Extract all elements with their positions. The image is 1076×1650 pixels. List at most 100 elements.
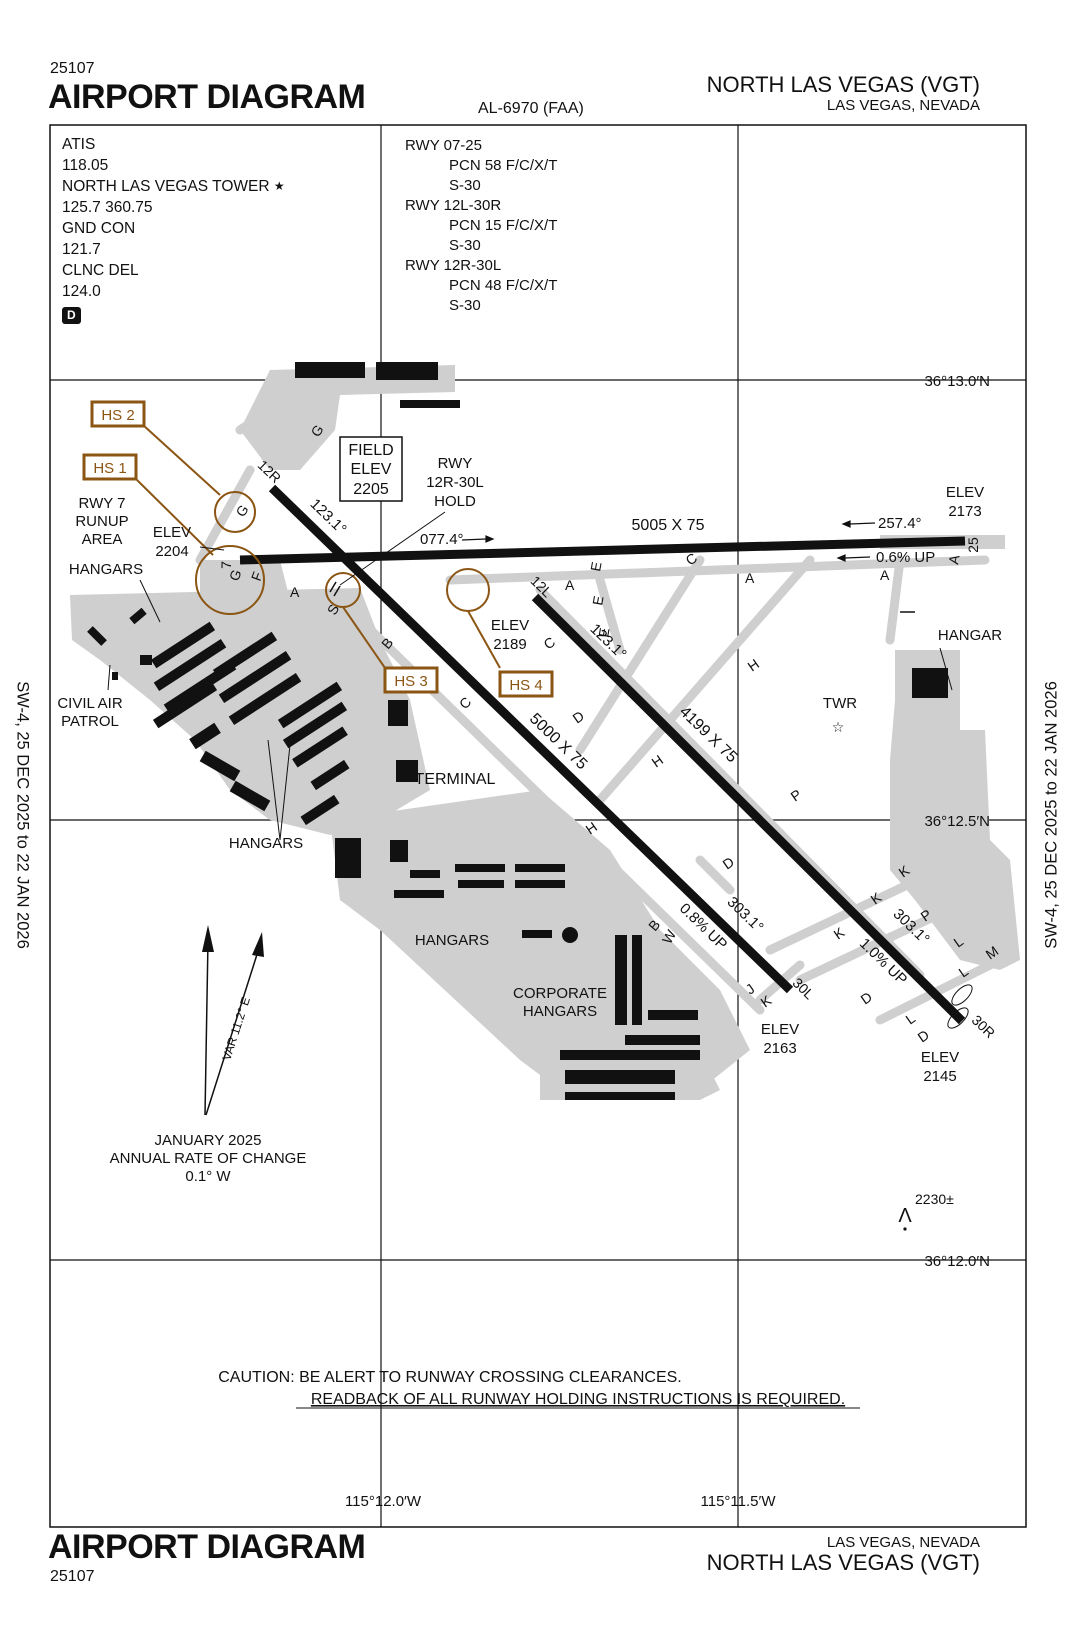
elev-2163-value: 2163 [763,1040,796,1057]
hangars-label-sw: HANGARS [229,835,303,852]
corporate-line1: CORPORATE [513,985,607,1002]
elev-2163-label: ELEV [761,1021,799,1038]
elev-2173-label: ELEV [946,484,984,501]
airport-location: LAS VEGAS, NEVADA [826,97,980,114]
hold-marks [329,581,915,613]
hangars-label-s: HANGARS [415,932,489,949]
hs1-box [82,453,138,481]
ground-label: GND CON [62,220,136,237]
tower-star-icon: ☆ [832,719,845,735]
rwy-0725-end25: 25 [965,537,981,553]
elev-2204-label: ELEV [153,524,191,541]
lat-label-3: 36°12.0′N [924,1253,990,1270]
taxiway-a-mid: A [565,577,575,593]
footer-airport: NORTH LAS VEGAS (VGT) [706,1550,980,1575]
rate-line3: 0.1° W [185,1168,231,1185]
hs2-box [90,400,146,428]
elev-2204-value: 2204 [155,543,188,560]
corporate-line2: HANGARS [523,1003,597,1020]
buildings [87,362,948,1100]
rwy-0725-hdg1: 077.4° [420,531,464,548]
taxiway-e-1: E [587,561,604,573]
lon-label-2: 115°11.5′W [701,1493,777,1510]
taxiway-h-north: H [745,656,762,675]
magnetic-north-arrow-icon [252,932,264,957]
doc-id-bottom: 25107 [50,1568,95,1585]
rwy1-pcn: PCN 58 F/C/X/T [449,157,558,174]
clearance-freq: 124.0 [62,283,101,300]
taxiway-p-1: P [788,786,805,804]
hs4-box [498,670,554,698]
caution-line2: READBACK OF ALL RUNWAY HOLDING INSTRUCTI… [311,1391,845,1408]
al-number: AL-6970 (FAA) [478,100,584,117]
runup-line1: RWY 7 [79,495,126,512]
rwy-0725-grad: 0.6% UP [876,549,935,566]
tower-freq: 125.7 360.75 [62,199,153,216]
d-badge: D [62,307,81,324]
taxiway-a-e2: A [880,567,890,583]
heading-arrows [461,520,876,562]
hangar-rows [150,621,350,826]
magnetic-north-line [205,944,261,1116]
terminal-label: TERMINAL [415,771,496,788]
obstacle-icon: Λ [898,1205,912,1227]
field-elev-line1: FIELD [348,442,393,459]
rwy2-pcn: PCN 15 F/C/X/T [449,217,558,234]
lat-label-1: 36°13.0′N [924,373,990,390]
taxiway-a-e3: A [945,553,962,566]
doc-id-top: 25107 [50,60,95,77]
elev-2189-label: ELEV [491,617,529,634]
hs3-label: HS 3 [394,673,427,690]
runway-07-25 [239,536,966,565]
star-icon: ★ [273,179,285,193]
rate-line2: ANNUAL RATE OF CHANGE [110,1150,307,1167]
taxiway-c-south: C [456,694,474,712]
footer-location: LAS VEGAS, NEVADA [826,1534,980,1551]
north-arrows: VAR 11.2° E [202,925,264,1116]
page-title: AIRPORT DIAGRAM [48,78,366,116]
hold-line3: HOLD [434,493,476,510]
runway-12l-30r [531,593,966,1025]
obstacle-dot [903,1227,907,1231]
lat-label-2: 36°12.5′N [924,813,990,830]
hold-line1: RWY [438,455,473,472]
hangar-label-e: HANGAR [938,627,1002,644]
taxiway-g-south: G [226,567,245,583]
rwy-0725-end7: 7 [218,561,234,569]
runup-line2: RUNUP [75,513,128,530]
frequency-panel: ATIS 118.05 NORTH LAS VEGAS TOWER ★ 125.… [62,134,285,325]
rwy3-pcn: PCN 48 F/C/X/T [449,277,558,294]
variation-label: VAR 11.2° E [219,995,253,1062]
rwy-0725-hdg2: 257.4° [878,515,922,532]
atis-label: ATIS [62,136,96,153]
true-north-line [204,939,209,1116]
civil-air-line2: PATROL [61,713,119,730]
lon-label-1: 115°12.0′W [345,1493,422,1510]
taxiway-d-mid: D [570,708,587,727]
footer-title: AIRPORT DIAGRAM [48,1528,366,1566]
rwy2-name: RWY 12L-30R [405,197,502,214]
true-north-arrow-icon [202,925,214,952]
taxiway-d-e2: D [915,1027,932,1046]
hs2-label: HS 2 [101,407,134,424]
elev-2145-label: ELEV [921,1049,959,1066]
hangars-label-nw: HANGARS [69,561,143,578]
civil-air-line1: CIVIL AIR [57,695,122,712]
rwy-30l-end: 30L [790,975,818,1003]
leader-lines [107,546,953,841]
rwy-0725-dims: 5005 X 75 [632,517,705,534]
hs3-box [383,666,439,694]
taxiway-d-south: D [720,854,737,873]
approach-lights [947,984,973,1029]
elev-2145-value: 2145 [923,1068,956,1085]
obstacle-height: 2230± [915,1191,954,1207]
rwy-30r-end: 30R [969,1012,999,1041]
clearance-label: CLNC DEL [62,262,139,279]
rwy3-s: S-30 [449,297,481,314]
runup-line3: AREA [82,531,123,548]
tower-label: NORTH LAS VEGAS TOWER ★ [62,178,285,195]
taxiway-a-west: A [290,584,300,600]
taxiway-d-east: D [858,989,875,1008]
rate-line1: JANUARY 2025 [154,1132,261,1149]
